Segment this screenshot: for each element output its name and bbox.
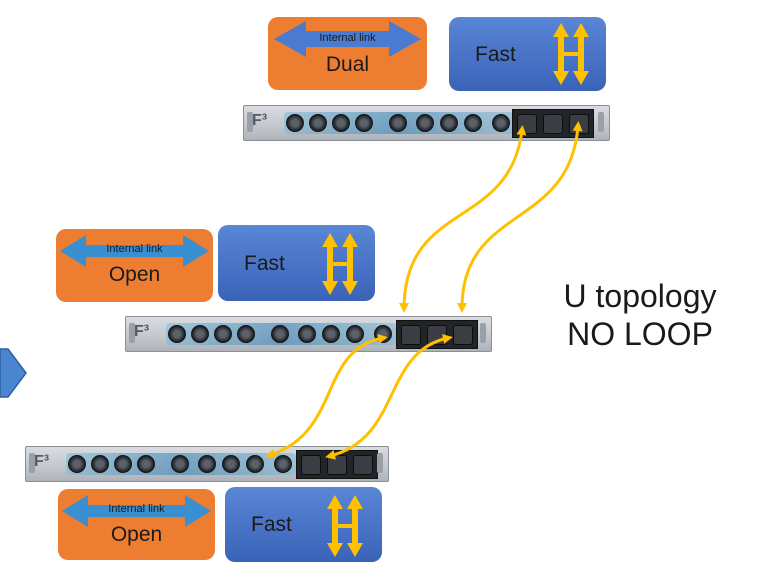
internal-link-label: Internal link (319, 32, 376, 44)
fast-link-arrows-icon (327, 495, 363, 557)
fast-link-arrows-icon (322, 233, 358, 295)
fast-label: Fast (251, 513, 292, 536)
fast-label: Fast (244, 252, 285, 275)
link-mode-label: Open (108, 263, 161, 286)
link-mode-label: Dual (325, 53, 370, 76)
fast-label: Fast (475, 43, 516, 66)
topology-label: U topology NO LOOP (540, 277, 740, 353)
top-internal-link-box: Internal link Dual (268, 17, 427, 90)
fast-link-arrows-icon (553, 23, 589, 85)
internal-link-label: Internal link (108, 503, 165, 515)
bidirectional-arrow-icon (274, 21, 421, 57)
top-fast-box: Fast (449, 17, 606, 91)
cable-top-to-middle-2 (457, 121, 583, 313)
middle-internal-link-box: Internal link Open (56, 229, 213, 302)
link-mode-label: Open (110, 523, 163, 546)
brand-logo: F³ (34, 453, 50, 470)
middle-fast-box: Fast (218, 225, 375, 301)
brand-logo: F³ (134, 323, 150, 340)
navigation-arrow-icon (0, 348, 27, 398)
bottom-internal-link-box: Internal link Open (58, 489, 215, 560)
cable-middle-to-bottom-2 (325, 334, 453, 460)
topology-line-2: NO LOOP (567, 316, 713, 352)
bidirectional-arrow-icon (60, 235, 209, 267)
cable-top-to-middle-1 (399, 125, 527, 313)
brand-logo: F³ (252, 112, 268, 129)
bottom-rack-unit: F³ (25, 446, 389, 482)
internal-link-label: Internal link (106, 243, 163, 255)
bidirectional-arrow-icon (62, 495, 211, 527)
topology-line-1: U topology (563, 278, 717, 314)
bottom-fast-box: Fast (225, 487, 382, 562)
